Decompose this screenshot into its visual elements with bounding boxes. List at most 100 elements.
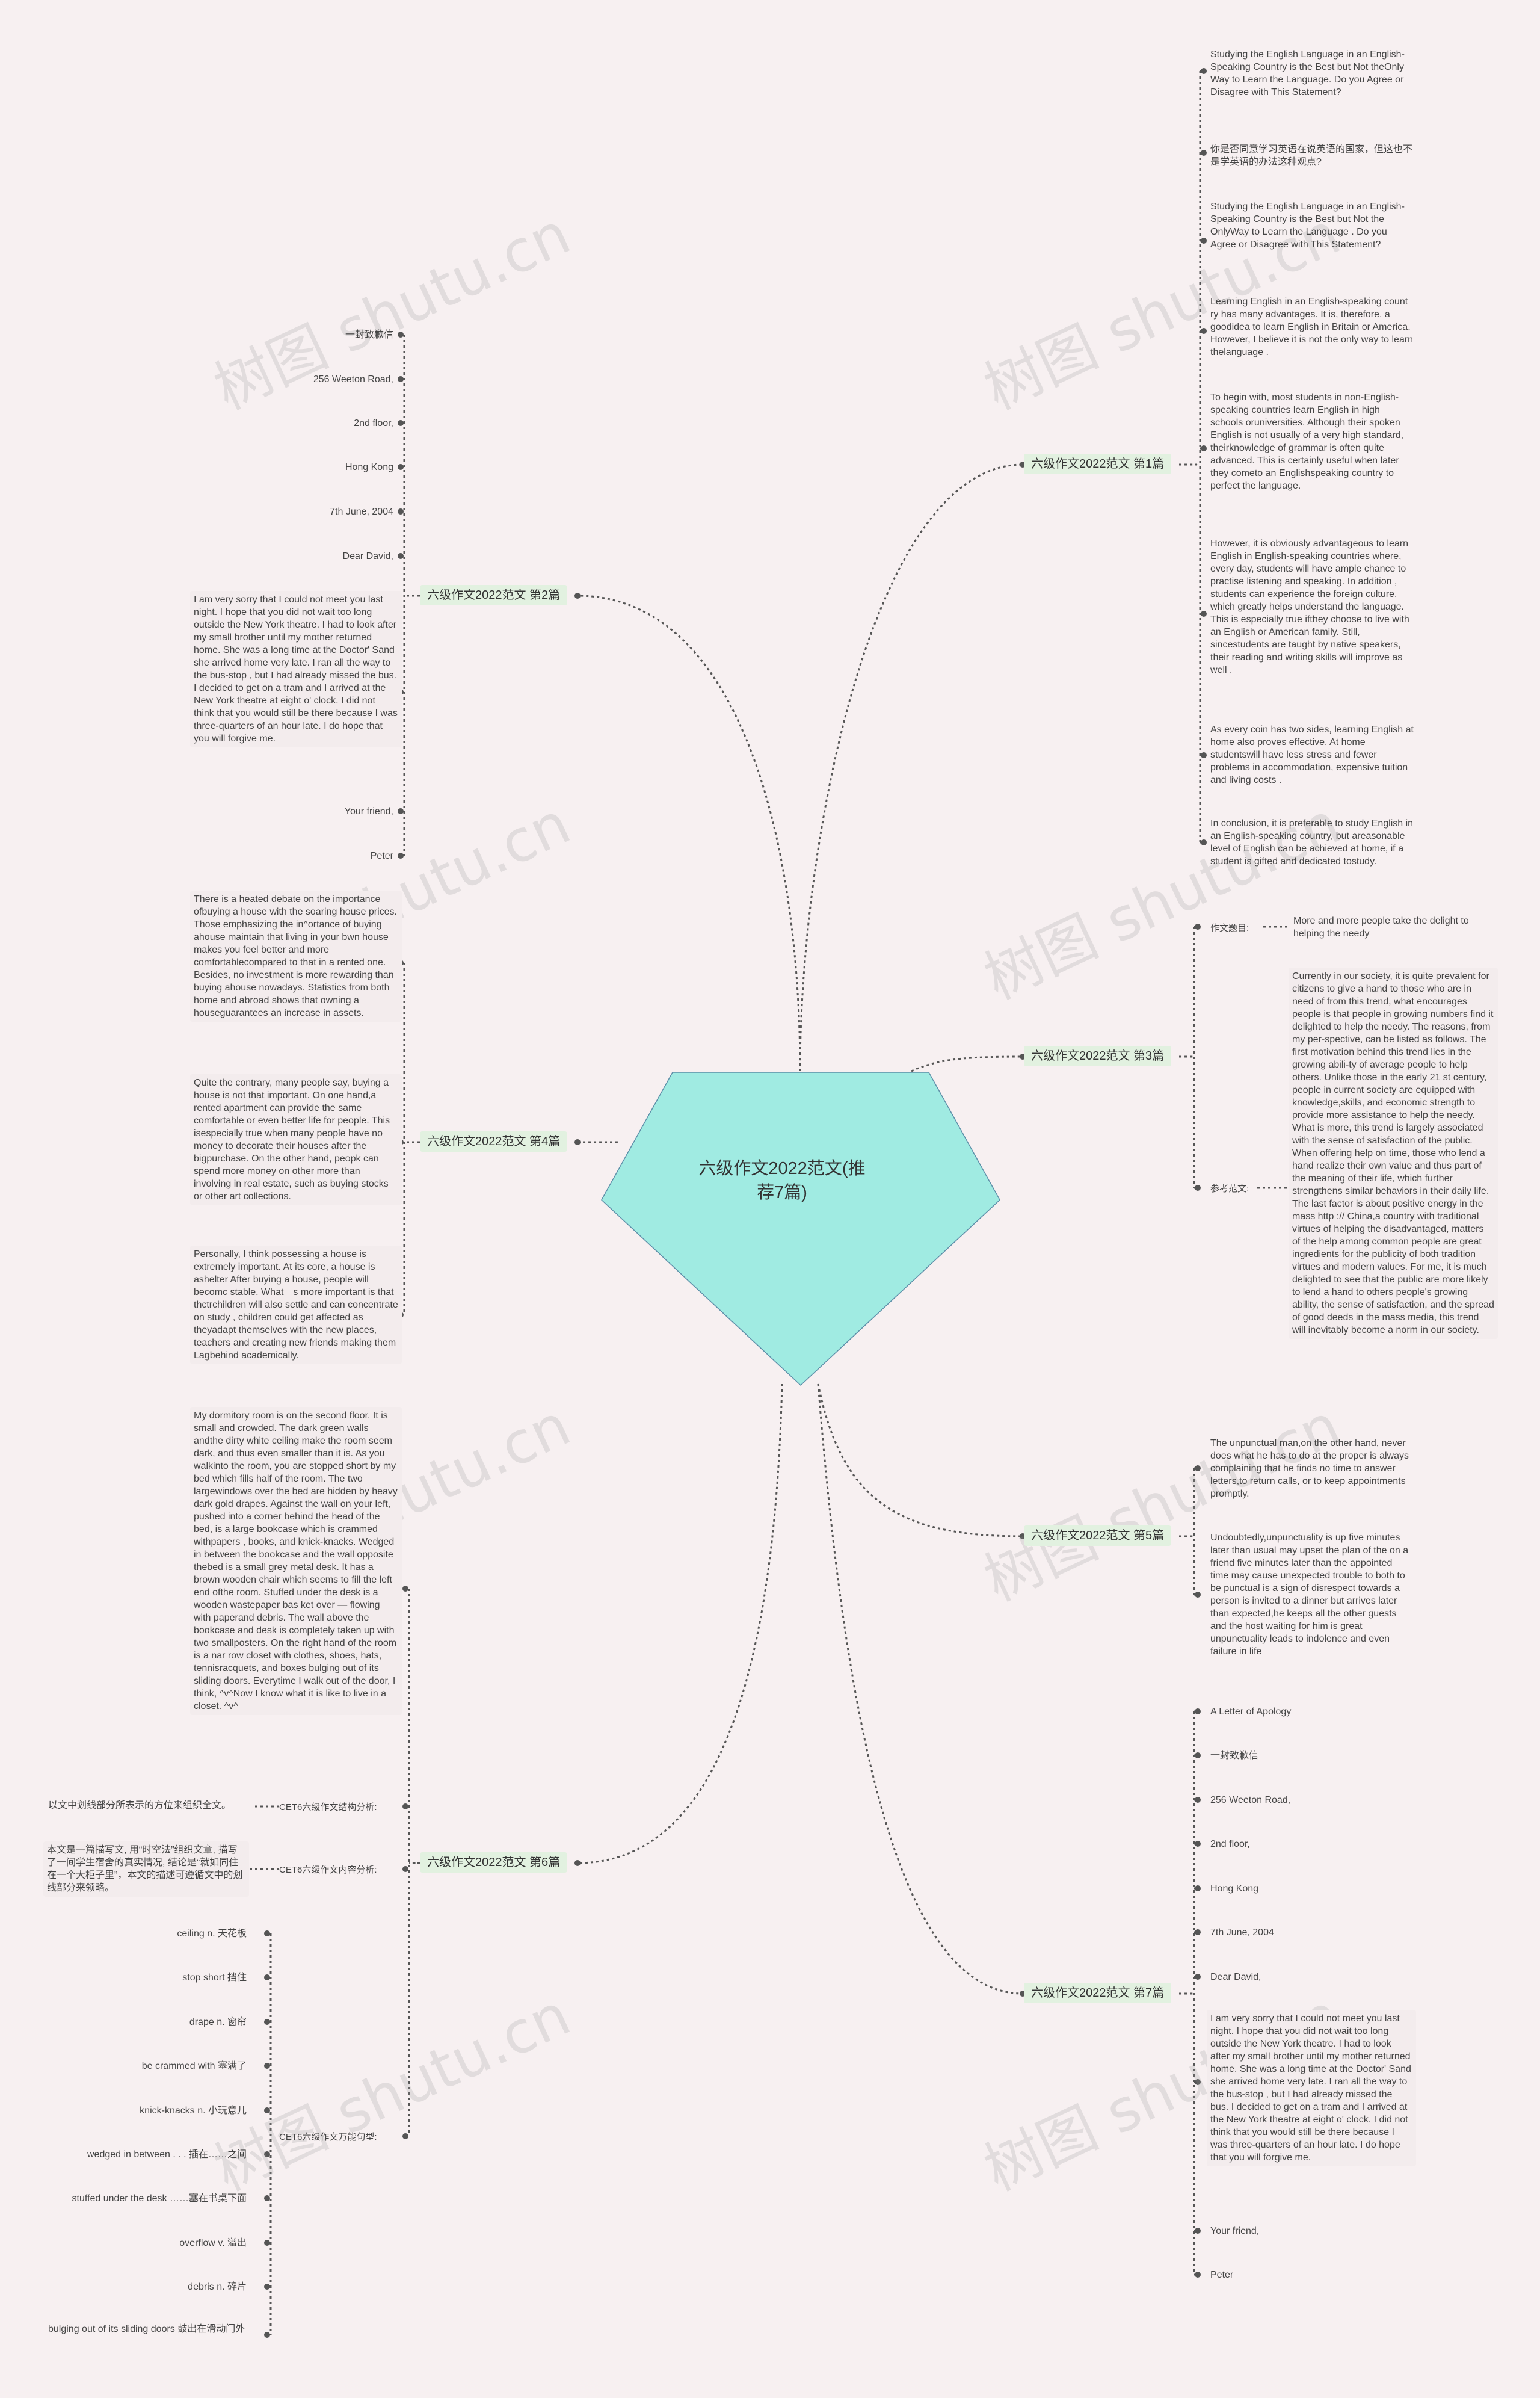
root-to-b3: [911, 1055, 1023, 1072]
branch-2[interactable]: 六级作文2022范文 第2篇: [420, 585, 568, 605]
b7-leaf-dot-8: [1195, 2079, 1201, 2085]
b1-leaf-7: As every coin has two sides, learning En…: [1210, 725, 1414, 785]
b1-leaf-dot-2: [1201, 150, 1207, 156]
b7-leaf-10: Peter: [1210, 2270, 1234, 2280]
b7-leaf-dot-9: [1195, 2228, 1201, 2234]
branch-1[interactable]: 六级作文2022范文 第1篇: [1024, 454, 1172, 474]
branch-7[interactable]: 六级作文2022范文 第7篇: [1024, 1983, 1172, 2003]
b6-vocab-dot-9: [264, 2284, 270, 2290]
b7-leaf-dot-2: [1195, 1752, 1201, 1758]
b2-leaf-7: I am very sorry that I could not meet yo…: [190, 591, 402, 747]
b3-sub1-text: More and more people take the delight to…: [1293, 916, 1469, 939]
b7-leaf-2: 一封致歉信: [1210, 1751, 1259, 1761]
b7-leaf-dot-4: [1195, 1841, 1201, 1847]
b1-leaf-3: Studying the English Language in an Engl…: [1210, 202, 1405, 250]
b6-vocab-dot-2: [264, 1974, 270, 1980]
b7-leaf-1: A Letter of Apology: [1210, 1707, 1292, 1717]
b6-vocab-7: stuffed under the desk ……塞在书桌下面: [72, 2193, 247, 2204]
b7-leaf-5: Hong Kong: [1210, 1883, 1259, 1894]
branch-3[interactable]: 六级作文2022范文 第3篇: [1024, 1046, 1172, 1066]
branch-5[interactable]: 六级作文2022范文 第5篇: [1024, 1525, 1172, 1546]
b6-essay: My dormitory room is on the second floor…: [190, 1407, 402, 1715]
b6-leaf-dot-3: [402, 1866, 408, 1872]
b2-leaf-dot-9: [398, 853, 404, 859]
root-to-b5: [817, 1383, 1023, 1537]
b6-vocab-9: debris n. 碎片: [188, 2282, 247, 2292]
b6-vocab-dot-1: [264, 1930, 270, 1936]
b6-vocab-dot-4: [264, 2063, 270, 2069]
b6-vocab-3: drape n. 窗帘: [189, 2017, 247, 2027]
b2-leaf-dot-5: [398, 508, 404, 515]
b2-leaf-dot-3: [398, 420, 404, 426]
b2-leaf-dot-6: [398, 553, 404, 559]
b2-leaf-2: 256 Weeton Road,: [313, 374, 393, 385]
b6-dot: [574, 1860, 581, 1866]
b1-leaf-5: To begin with, most students in non-Engl…: [1210, 392, 1404, 491]
b2-leaf-dot-4: [398, 464, 404, 470]
b6-vocab-dot-7: [264, 2195, 270, 2201]
b6-sub3: CET6六级作文万能句型:: [279, 2132, 377, 2142]
b7-leaf-8: I am very sorry that I could not meet yo…: [1207, 2010, 1416, 2166]
b1-leaf-dot-8: [1201, 839, 1207, 845]
b1-leaf-8: In conclusion, it is preferable to study…: [1210, 818, 1414, 867]
b4-leaf-1: There is a heated debate on the importan…: [190, 891, 402, 1022]
root-to-b6: [577, 1383, 783, 1864]
b6-sub2-text: 本文是一篇描写文, 用“时空法”组织文章, 描写了一间学生宿舍的真实情况, 结论…: [43, 1841, 249, 1897]
b2-leaf-dot-2: [398, 376, 404, 382]
b2-leaf-8: Your friend,: [344, 806, 393, 817]
root-title: 六级作文2022范文(推荐7篇): [698, 1159, 866, 1202]
b1-leaf-6: However, it is obviously advantageous to…: [1210, 539, 1409, 675]
root-to-b7: [817, 1383, 1023, 1995]
b7-leaf-7: Dear David,: [1210, 1972, 1261, 1982]
b6-vocab-8: overflow v. 溢出: [179, 2238, 247, 2248]
b7-leaf-dot-1: [1195, 1708, 1201, 1714]
b6-vocab-2: stop short 挡住: [182, 1973, 247, 1983]
b5-leaf-dot-2: [1195, 1592, 1201, 1598]
b6-vocab-dot-3: [264, 2019, 270, 2025]
b6-leaf-dot-1: [402, 1586, 408, 1592]
b2-dot: [574, 593, 581, 599]
branch-6[interactable]: 六级作文2022范文 第6篇: [420, 1852, 568, 1873]
root-to-b1: [799, 463, 1023, 1072]
b6-vocab-dot-8: [264, 2240, 270, 2246]
b3-sub2-text: Currently in our society, it is quite pr…: [1289, 968, 1498, 1339]
b6-sub1: CET6六级作文结构分析:: [279, 1802, 377, 1812]
b6-vocab-dot-10: [264, 2332, 270, 2338]
b7-leaf-dot-3: [1195, 1797, 1201, 1803]
b7-leaf-dot-5: [1195, 1885, 1201, 1891]
b6-leaf-dot-2: [402, 1803, 408, 1809]
b1-leaf-dot-5: [1201, 445, 1207, 451]
b2-leaf-3: 2nd floor,: [354, 418, 393, 428]
b1-leaf-2: 你是否同意学习英语在说英语的国家，但这也不是学英语的办法这种观点?: [1210, 144, 1413, 167]
branch-4[interactable]: 六级作文2022范文 第4篇: [420, 1131, 568, 1152]
b3-sub1: 作文题目:: [1210, 923, 1249, 933]
b6-sub2: CET6六级作文内容分析:: [279, 1865, 377, 1875]
b3-leaf-dot-2: [1195, 1185, 1201, 1191]
b6-leaf-dot-4: [402, 2133, 408, 2139]
b7-leaf-dot-7: [1195, 1974, 1201, 1980]
b1-leaf-4: Learning English in an English-speaking …: [1210, 297, 1414, 357]
b4-leaf-3: Personally, I think possessing a house i…: [190, 1246, 402, 1364]
b1-leaf-dot-3: [1201, 238, 1207, 244]
b7-leaf-dot-6: [1195, 1929, 1201, 1935]
b2-leaf-dot-8: [398, 808, 404, 814]
b7-leaf-3: 256 Weeton Road,: [1210, 1795, 1291, 1805]
b4-dot: [574, 1139, 581, 1145]
b5-leaf-2: Undoubtedly,unpunctuality is up five min…: [1210, 1533, 1409, 1657]
b6-vocab-6: wedged in between . . . 插在……之间: [87, 2149, 247, 2160]
b1-leaf-dot-4: [1201, 328, 1207, 334]
b3-sub2: 参考范文:: [1210, 1184, 1249, 1194]
b7-leaf-6: 7th June, 2004: [1210, 1927, 1274, 1938]
b2-leaf-4: Hong Kong: [345, 462, 393, 472]
b7-leaf-dot-10: [1195, 2272, 1201, 2278]
b3-leaf-dot-1: [1195, 924, 1201, 930]
b2-leaf-9: Peter: [370, 851, 393, 861]
b6-vocab-10: bulging out of its sliding doors 鼓出在滑动门外: [48, 2324, 245, 2334]
root-to-b2: [577, 595, 801, 1072]
b4-leaf-2: Quite the contrary, many people say, buy…: [190, 1074, 402, 1205]
b6-vocab-dot-5: [264, 2107, 270, 2113]
b7-leaf-4: 2nd floor,: [1210, 1839, 1250, 1849]
b1-leaf-dot-1: [1201, 68, 1207, 74]
root-node[interactable]: [600, 1071, 1001, 1388]
b1-leaf-dot-6: [1201, 611, 1207, 617]
